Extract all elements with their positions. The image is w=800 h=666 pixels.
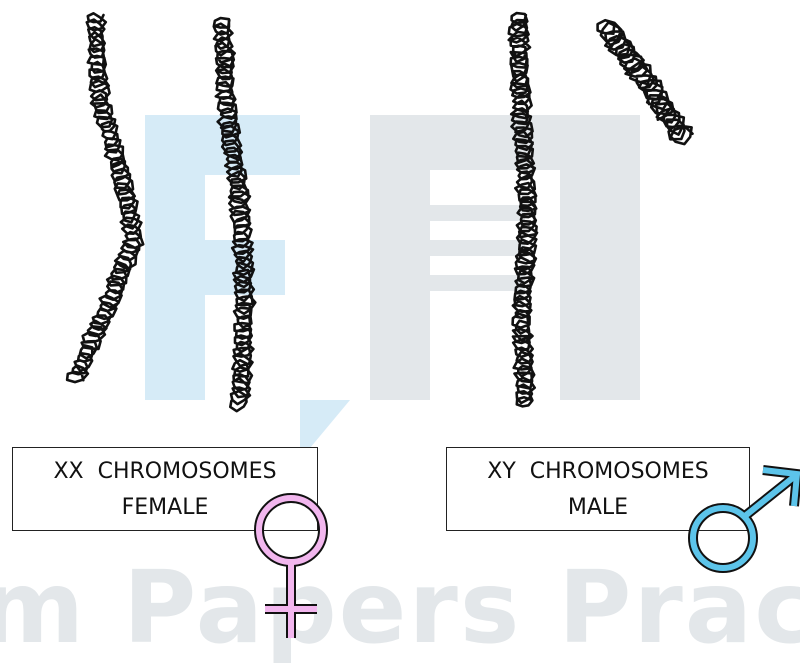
male-symbol-icon (693, 470, 797, 568)
diagram-canvas: m Papers Prac XX CHROMOSOMES FEMALE XY C… (0, 0, 800, 641)
female-symbol-icon (259, 498, 323, 638)
